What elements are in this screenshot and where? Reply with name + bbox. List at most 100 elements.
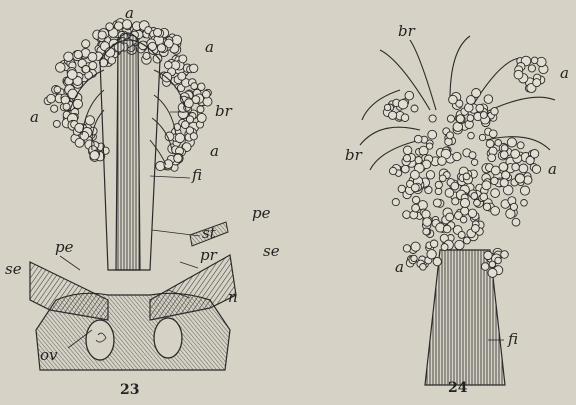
fig24-label-a-right: a (548, 162, 557, 177)
alveolus (472, 225, 480, 233)
alveolus (460, 198, 469, 207)
alveolus (106, 23, 114, 31)
alveolus (479, 134, 485, 140)
alveolus (467, 115, 474, 122)
alveolus (88, 53, 97, 62)
fig23-label-fi: fi (192, 168, 202, 183)
alveolus (197, 113, 206, 122)
alveolus (411, 184, 419, 192)
fig23-label-br: br (215, 104, 232, 119)
alveolus (143, 52, 150, 59)
alveolus (489, 130, 497, 138)
fig23-label-a-left: a (30, 110, 39, 125)
alveolus (398, 99, 408, 109)
alveolus (499, 163, 508, 172)
alveolus (403, 245, 410, 252)
alveolus (469, 152, 476, 159)
alveolus (533, 79, 541, 87)
alveolus (389, 111, 397, 119)
alveolus (449, 95, 458, 104)
alveolus (483, 203, 490, 210)
fig23-label-a-right-top: a (205, 40, 214, 55)
alveolus (511, 150, 520, 159)
figure-23-ovary-right (154, 318, 182, 358)
alveolus (98, 31, 106, 39)
alveolus (441, 244, 448, 251)
alveolus (384, 104, 390, 110)
alveolus (530, 150, 538, 158)
alveolus (190, 133, 197, 140)
alveolus (427, 250, 436, 259)
alveolus (484, 95, 493, 104)
alveolus (47, 94, 56, 103)
alveolus (156, 162, 165, 171)
alveolus (51, 105, 58, 112)
alveolus (405, 91, 414, 100)
alveolus (495, 140, 502, 147)
figure-23-stalk (116, 33, 140, 270)
figure-23 (30, 19, 236, 370)
alveolus (455, 240, 464, 249)
fig24-number: 24 (448, 380, 467, 396)
alveolus (521, 200, 528, 207)
alveolus (179, 55, 187, 63)
alveolus (495, 257, 502, 264)
alveolus (458, 231, 465, 238)
figure-23-ovary-left (86, 320, 114, 360)
figure-24 (360, 36, 555, 385)
alveolus (488, 268, 497, 277)
alveolus (174, 154, 182, 162)
alveolus (411, 105, 418, 112)
alveolus (190, 64, 198, 72)
alveolus (537, 57, 546, 66)
alveolus (482, 181, 491, 190)
alveolus (82, 40, 90, 48)
alveolus (154, 28, 162, 36)
alveolus (501, 251, 509, 259)
alveolus (203, 90, 211, 98)
alveolus (403, 211, 411, 219)
alveolus (191, 83, 198, 90)
alveolus (489, 261, 495, 267)
fig23-label-a-right-bottom: a (210, 144, 219, 159)
alveolus (426, 143, 432, 149)
alveolus (451, 182, 459, 190)
alveolus (447, 132, 454, 139)
alveolus (153, 54, 162, 63)
alveolus (115, 22, 123, 30)
alveolus (515, 174, 524, 183)
fig23-number: 23 (120, 382, 139, 398)
alveolus (472, 89, 481, 98)
alveolus (468, 132, 475, 139)
alveolus (401, 165, 409, 173)
alveolus (445, 189, 454, 198)
alveolus (63, 103, 70, 110)
alveolus (471, 159, 477, 165)
alveolus (429, 115, 436, 122)
fig23-label-n: n (228, 290, 238, 305)
alveolus (82, 66, 89, 73)
alveolus (392, 199, 399, 206)
alveolus (423, 218, 432, 227)
alveolus (175, 133, 184, 142)
alveolus (486, 140, 494, 148)
alveolus (524, 176, 532, 184)
alveolus (74, 50, 82, 58)
alveolus (73, 99, 82, 108)
fig23-label-ov: ov (40, 348, 58, 363)
alveolus (446, 213, 454, 221)
alveolus (447, 115, 454, 122)
alveolus (491, 189, 500, 198)
fig23-label-se-left: se (5, 262, 22, 277)
alveolus (484, 251, 492, 259)
alveolus (426, 171, 434, 179)
alveolus (80, 132, 89, 141)
alveolus (520, 186, 529, 195)
alveolus (411, 255, 417, 261)
figure-23-body (36, 293, 230, 370)
alveolus (67, 70, 77, 80)
alveolus (90, 151, 99, 160)
fig24-label-br-left: br (345, 148, 362, 163)
fig23-label-st: st (202, 226, 216, 241)
